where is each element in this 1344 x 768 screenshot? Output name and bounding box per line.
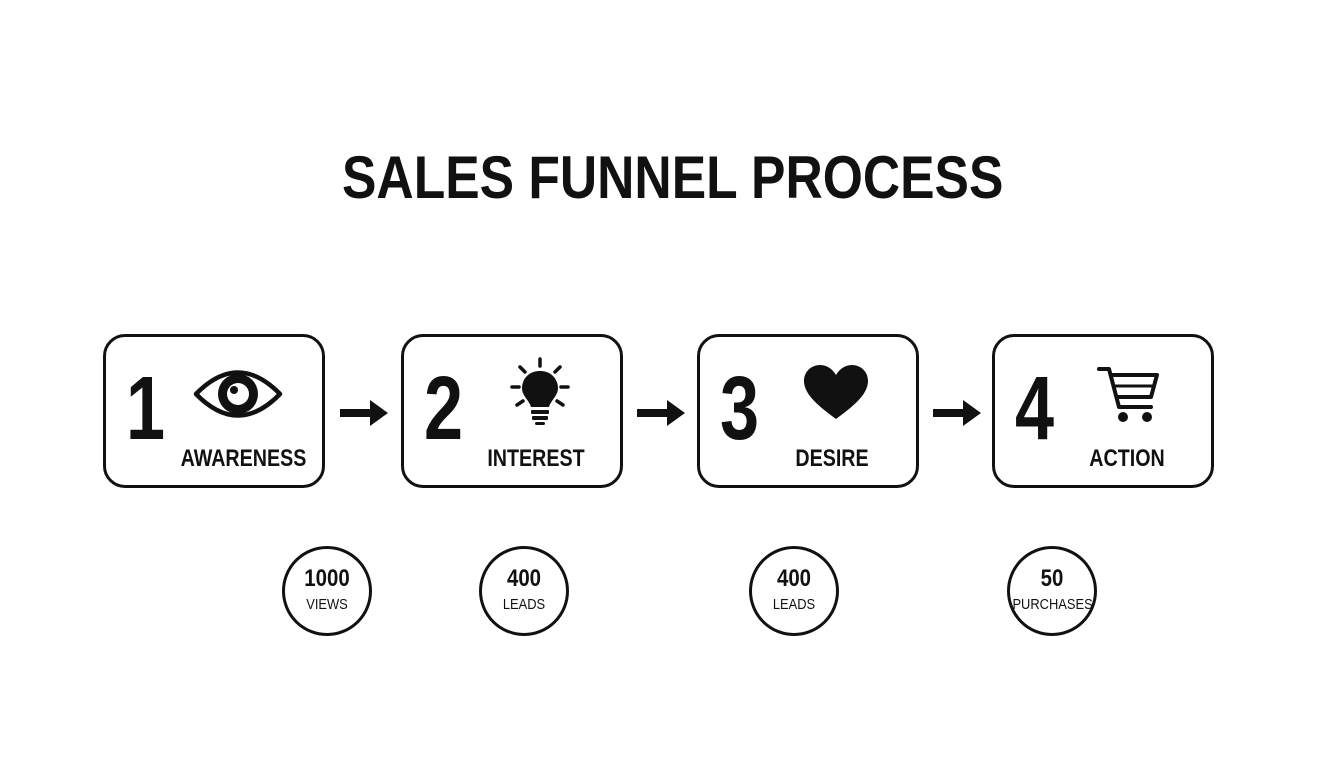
metric-views: 1000 VIEWS bbox=[282, 546, 372, 636]
stage-awareness: 1 AWARENESS bbox=[103, 334, 325, 488]
heart-icon bbox=[792, 357, 888, 427]
diagram-title: SALES FUNNEL PROCESS bbox=[342, 144, 1004, 211]
lightbulb-icon bbox=[496, 357, 592, 427]
metric-unit: LEADS bbox=[502, 596, 546, 613]
stage-label: AWARENESS bbox=[180, 445, 307, 472]
stage-label: INTEREST bbox=[487, 445, 585, 472]
metric-value: 1000 bbox=[304, 565, 350, 592]
stage-action: 4 ACTION bbox=[992, 334, 1214, 488]
stage-number: 2 bbox=[424, 359, 464, 459]
stage-number: 1 bbox=[126, 359, 166, 459]
metric-value: 400 bbox=[776, 565, 812, 592]
arrow-right-icon bbox=[635, 398, 687, 428]
stage-label: ACTION bbox=[1089, 445, 1165, 472]
arrow-right-icon bbox=[931, 398, 983, 428]
metric-purchases: 50 PURCHASES bbox=[1007, 546, 1097, 636]
metric-value: 50 bbox=[1040, 565, 1064, 592]
metric-leads-desire: 400 LEADS bbox=[749, 546, 839, 636]
metric-unit: PURCHASES bbox=[1012, 596, 1093, 613]
stage-interest: 2 INTEREST bbox=[401, 334, 623, 488]
shopping-cart-icon bbox=[1093, 357, 1189, 427]
metric-unit: LEADS bbox=[772, 596, 816, 613]
stage-label: DESIRE bbox=[795, 445, 869, 472]
stage-number: 4 bbox=[1015, 359, 1055, 459]
metric-unit: VIEWS bbox=[306, 596, 348, 613]
stage-number: 3 bbox=[720, 359, 760, 459]
eye-icon bbox=[190, 357, 286, 427]
arrow-right-icon bbox=[338, 398, 390, 428]
metric-value: 400 bbox=[506, 565, 542, 592]
stage-desire: 3 DESIRE bbox=[697, 334, 919, 488]
metric-leads-interest: 400 LEADS bbox=[479, 546, 569, 636]
